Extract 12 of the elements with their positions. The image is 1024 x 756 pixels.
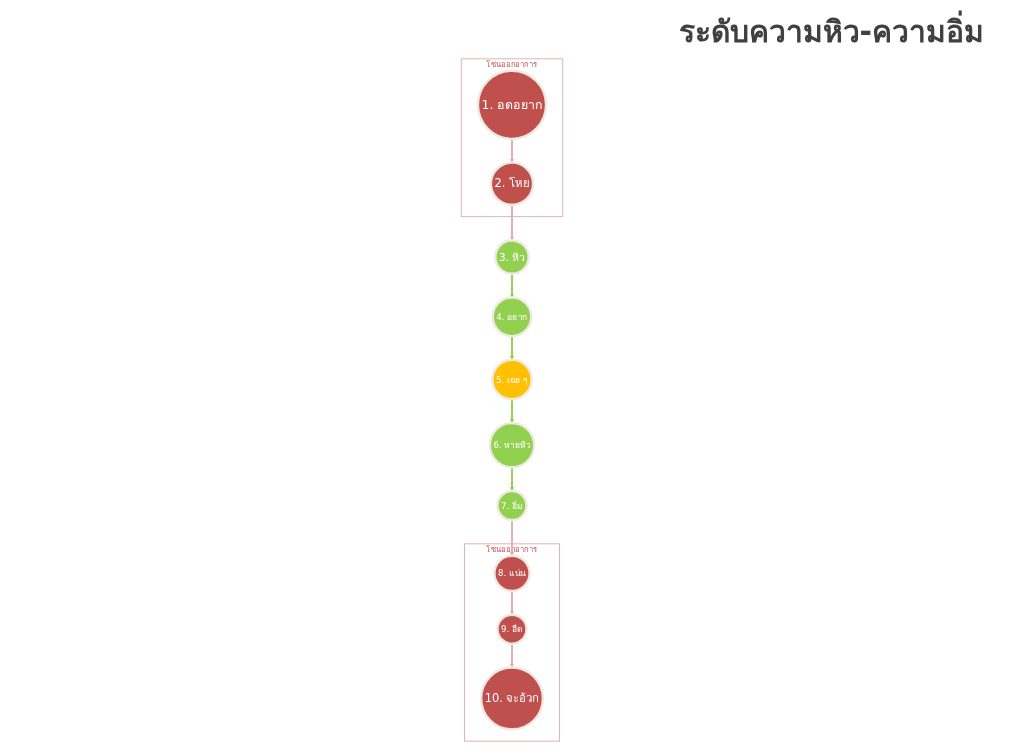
- node-circle: 1. อดอยาก: [476, 69, 548, 140]
- node-circle: 4. อยาก: [491, 296, 533, 338]
- node-circle: 7. อิ่ม: [496, 489, 528, 522]
- arrow: [509, 519, 515, 556]
- node-circle: 3. หิว: [494, 239, 530, 275]
- node-circle: 10. จะอ้วก: [479, 666, 545, 731]
- diagram-title: ระดับความหิว-ความอิ่ม: [0, 0, 1024, 55]
- node-circle: 2. โหย: [489, 161, 535, 206]
- node-circle: 8. แน่น: [493, 554, 531, 593]
- node-circle: 9. อืด: [496, 613, 528, 645]
- node-circle: 6. หายหิว: [488, 421, 536, 469]
- node-circle: 5. เฉย ๆ: [491, 358, 533, 401]
